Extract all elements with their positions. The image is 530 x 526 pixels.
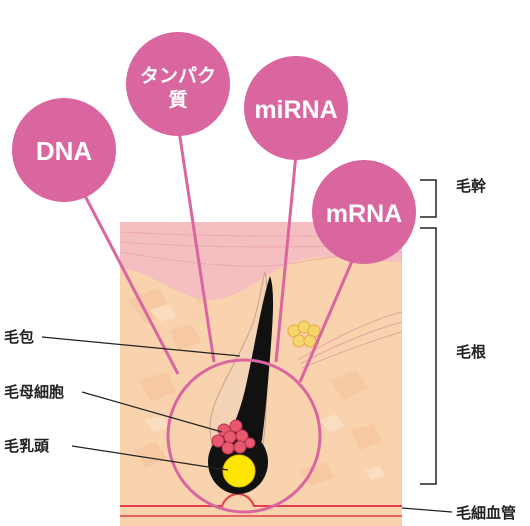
bubble-mirna-label: miRNA <box>254 96 337 124</box>
bubble-dna: DNA <box>12 98 116 202</box>
bubble-protein: タンパク 質 <box>126 32 230 136</box>
label-hair-root: 毛根 <box>456 343 486 361</box>
label-dermal-papilla: 毛乳頭 <box>4 437 50 455</box>
bubble-mrna: mRNA <box>312 160 416 264</box>
bubble-mrna-label: mRNA <box>326 200 402 228</box>
bubble-dna-label: DNA <box>36 136 93 166</box>
matrix-cells <box>211 419 256 455</box>
brackets <box>420 179 437 485</box>
label-capillary: 毛細血管 <box>456 504 516 522</box>
sebaceous-gland <box>287 320 321 348</box>
hair-shaft <box>222 276 274 458</box>
label-hair-shaft: 毛幹 <box>456 177 487 195</box>
bubble-protein-label-1: タンパク <box>140 65 216 87</box>
connector-lines <box>80 123 358 383</box>
pointer-lines <box>41 336 453 513</box>
bubble-mirna: miRNA <box>244 56 348 160</box>
bubble-protein-label-2: 質 <box>168 88 187 111</box>
label-matrix-cells: 毛母細胞 <box>4 383 64 401</box>
dermal-papilla <box>222 454 256 488</box>
zoom-circle <box>166 358 322 514</box>
label-follicle: 毛包 <box>4 328 34 346</box>
